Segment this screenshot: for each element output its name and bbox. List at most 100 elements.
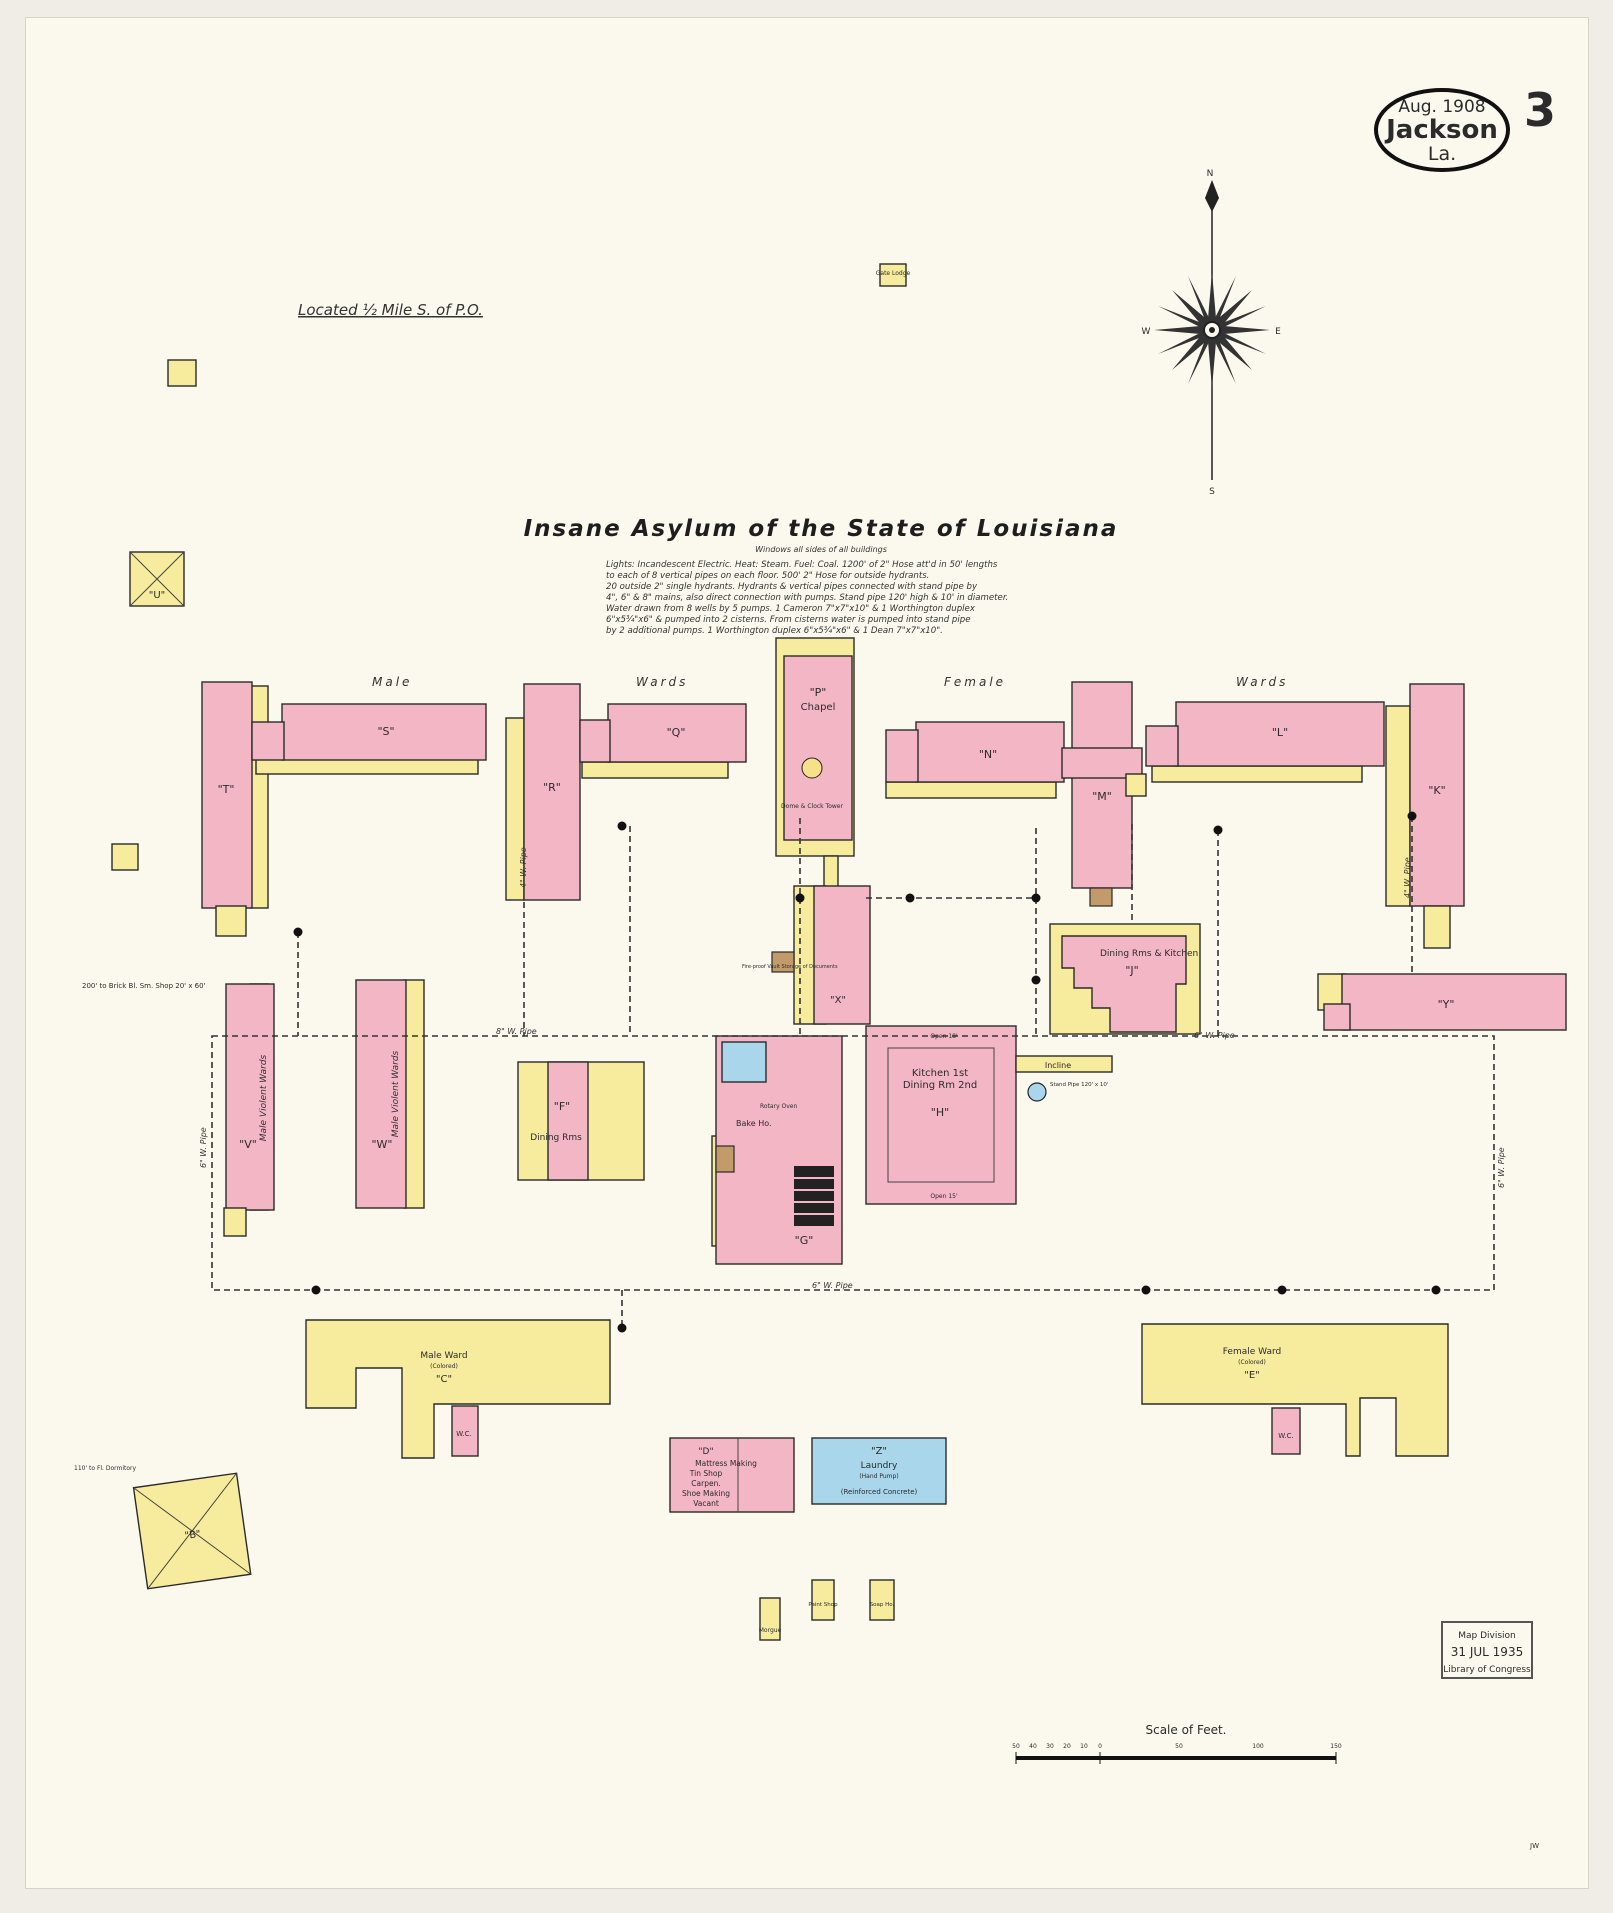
water-pipes — [211, 816, 1495, 1328]
location-note: Located ½ Mile S. of P.O. — [298, 301, 483, 319]
brick-shop-note: 200' to Brick Bl. Sm. Shop 20' x 60' — [82, 982, 206, 990]
small-shed — [111, 843, 139, 871]
pipe-label: 6" W. Pipe — [1194, 1031, 1235, 1040]
building-X: "X" — [793, 885, 871, 1025]
Z-desc-label: Laundry — [861, 1461, 898, 1471]
label-female: Female — [944, 675, 1006, 689]
building-G: Bake Ho. Rotary Oven "G" — [711, 1035, 843, 1265]
compass-n: N — [1207, 169, 1214, 179]
chapel-label: Chapel — [801, 702, 836, 713]
label-male: Male — [372, 675, 412, 689]
E-sub-label: (Colored) — [1238, 1359, 1266, 1366]
map-title: Insane Asylum of the State of Louisiana — [524, 516, 1119, 542]
building-N-label: "N" — [979, 748, 997, 761]
building-P-label: "P" — [810, 686, 827, 699]
svg-text:50: 50 — [1012, 1743, 1020, 1750]
rotary-oven-label: Rotary Oven — [760, 1103, 797, 1110]
building-J: Dining Rms & Kitchen "J" — [1049, 923, 1201, 1035]
building-L-label: "L" — [1272, 726, 1288, 739]
map-date: Aug. 1908 — [1398, 97, 1485, 117]
bake-house-label: Bake Ho. — [736, 1119, 772, 1128]
library-stamp: Map Division 31 JUL 1935 Library of Cong… — [1441, 1621, 1533, 1679]
building-T: "T" — [201, 681, 269, 937]
pipe-label: 6" W. Pipe — [199, 1127, 208, 1168]
building-U: "U" — [129, 551, 185, 607]
C-sub-label: (Colored) — [430, 1363, 458, 1370]
svg-text:10: 10 — [1080, 1743, 1088, 1750]
dome-label: Dome & Clock Tower — [781, 803, 843, 810]
E-desc-label: Female Ward — [1223, 1347, 1282, 1357]
building-K-label: "K" — [1428, 784, 1445, 797]
building-S-label: "S" — [377, 725, 394, 738]
notes-line: 4", 6" & 8" mains, also direct connectio… — [606, 593, 1008, 603]
pipe-label: 6" W. Pipe — [1497, 1147, 1506, 1188]
building-E: Female Ward (Colored) "E" W.C. — [1141, 1323, 1449, 1457]
D-desc-label: Vacant — [693, 1499, 719, 1508]
map-state: La. — [1428, 143, 1456, 165]
svg-text:50: 50 — [1175, 1743, 1183, 1750]
soap-house: Soap Ho. — [869, 1579, 895, 1621]
building-Y: "Y" — [1317, 973, 1567, 1031]
D-desc-label: Carpen. — [691, 1479, 720, 1488]
building-M-label: "M" — [1092, 790, 1112, 803]
fire-protection-notes: Lights: Incandescent Electric. Heat: Ste… — [606, 560, 1008, 636]
notes-line: to each of 8 vertical pipes on each floo… — [606, 571, 929, 581]
notes-line: by 2 additional pumps. 1 Worthington dup… — [606, 626, 943, 636]
svg-text:0: 0 — [1098, 1743, 1102, 1750]
label-wards: Wards — [636, 675, 688, 689]
building-L: "L" — [1145, 701, 1385, 783]
compass-rose-icon: N S E W — [1142, 169, 1282, 497]
notes-line: Lights: Incandescent Electric. Heat: Ste… — [606, 560, 998, 570]
building-T-label: "T" — [218, 783, 235, 796]
wc-label: W.C. — [456, 1430, 471, 1438]
scale-bar: Scale of Feet. 50 40 30 20 10 0 50 100 1… — [1012, 1723, 1342, 1764]
map-city: Jackson — [1384, 115, 1498, 145]
building-P-chapel: "P" Chapel Dome & Clock Tower — [775, 637, 855, 901]
D-desc-label: Mattress Making — [695, 1459, 757, 1468]
hydrants — [293, 811, 1441, 1333]
morgue: Morgue — [759, 1597, 782, 1641]
building-S: "S" — [251, 703, 487, 775]
building-R-label: "R" — [543, 781, 561, 794]
morgue-label: Morgue — [759, 1627, 782, 1634]
stamp-line3: Library of Congress — [1443, 1665, 1531, 1675]
pipe-label: 4" W. Pipe — [1403, 857, 1412, 898]
building-E-label: "E" — [1244, 1370, 1260, 1381]
svg-text:100: 100 — [1252, 1743, 1264, 1750]
document-vault — [771, 951, 795, 973]
building-C: Male Ward (Colored) "C" W.C. — [305, 1319, 611, 1459]
building-Q: "Q" — [579, 703, 747, 779]
map-sheet: Aug. 1908 Jackson La. 3 N S — [26, 18, 1588, 1888]
notes-line: Water drawn from 8 wells by 5 pumps. 1 C… — [606, 604, 976, 614]
pipe-label: 6" W. Pipe — [812, 1281, 853, 1290]
notes-line: 20 outside 2" single hydrants. Hydrants … — [606, 582, 978, 592]
vault-label: Fire-proof Vault Storage of Documents — [742, 964, 838, 970]
stand-pipe-label: Stand Pipe 120' x 10' — [1050, 1082, 1108, 1088]
D-desc-label: Shoe Making — [682, 1489, 730, 1498]
building-H-label: "H" — [931, 1106, 949, 1119]
V-desc-label: Male Violent Wards — [259, 1054, 269, 1141]
building-F: "F" Dining Rms — [517, 1061, 645, 1181]
gate-lodge-label: Gate Lodge — [876, 270, 911, 277]
building-V-label: "V" — [239, 1138, 257, 1151]
building-W-label: "W" — [372, 1138, 393, 1151]
gate-lodge: Gate Lodge — [876, 263, 911, 287]
svg-text:40: 40 — [1029, 1743, 1037, 1750]
building-W: "W" Male Violent Wards — [355, 979, 425, 1209]
D-desc-label: Tin Shop — [689, 1469, 723, 1478]
small-shed — [167, 359, 197, 387]
Z-sub-label: (Hand Pump) — [859, 1473, 898, 1480]
building-V: "V" Male Violent Wards — [223, 983, 275, 1237]
building-H: Kitchen 1st Dining Rm 2nd "H" Open 18' O… — [865, 1025, 1017, 1205]
compass-s: S — [1209, 487, 1215, 497]
pipe-label: 8" W. Pipe — [496, 1027, 537, 1036]
building-D-label: "D" — [698, 1447, 713, 1457]
F-desc-label: Dining Rms — [530, 1133, 582, 1143]
building-U-label: "U" — [149, 590, 166, 601]
paint-shop: Paint Shop — [808, 1579, 838, 1621]
stand-pipe: Stand Pipe 120' x 10' — [1027, 1082, 1108, 1102]
Z-sub2-label: (Reinforced Concrete) — [841, 1488, 918, 1496]
compass-e: E — [1275, 327, 1281, 337]
W-desc-label: Male Violent Wards — [391, 1050, 401, 1137]
building-Q-label: "Q" — [667, 726, 686, 739]
